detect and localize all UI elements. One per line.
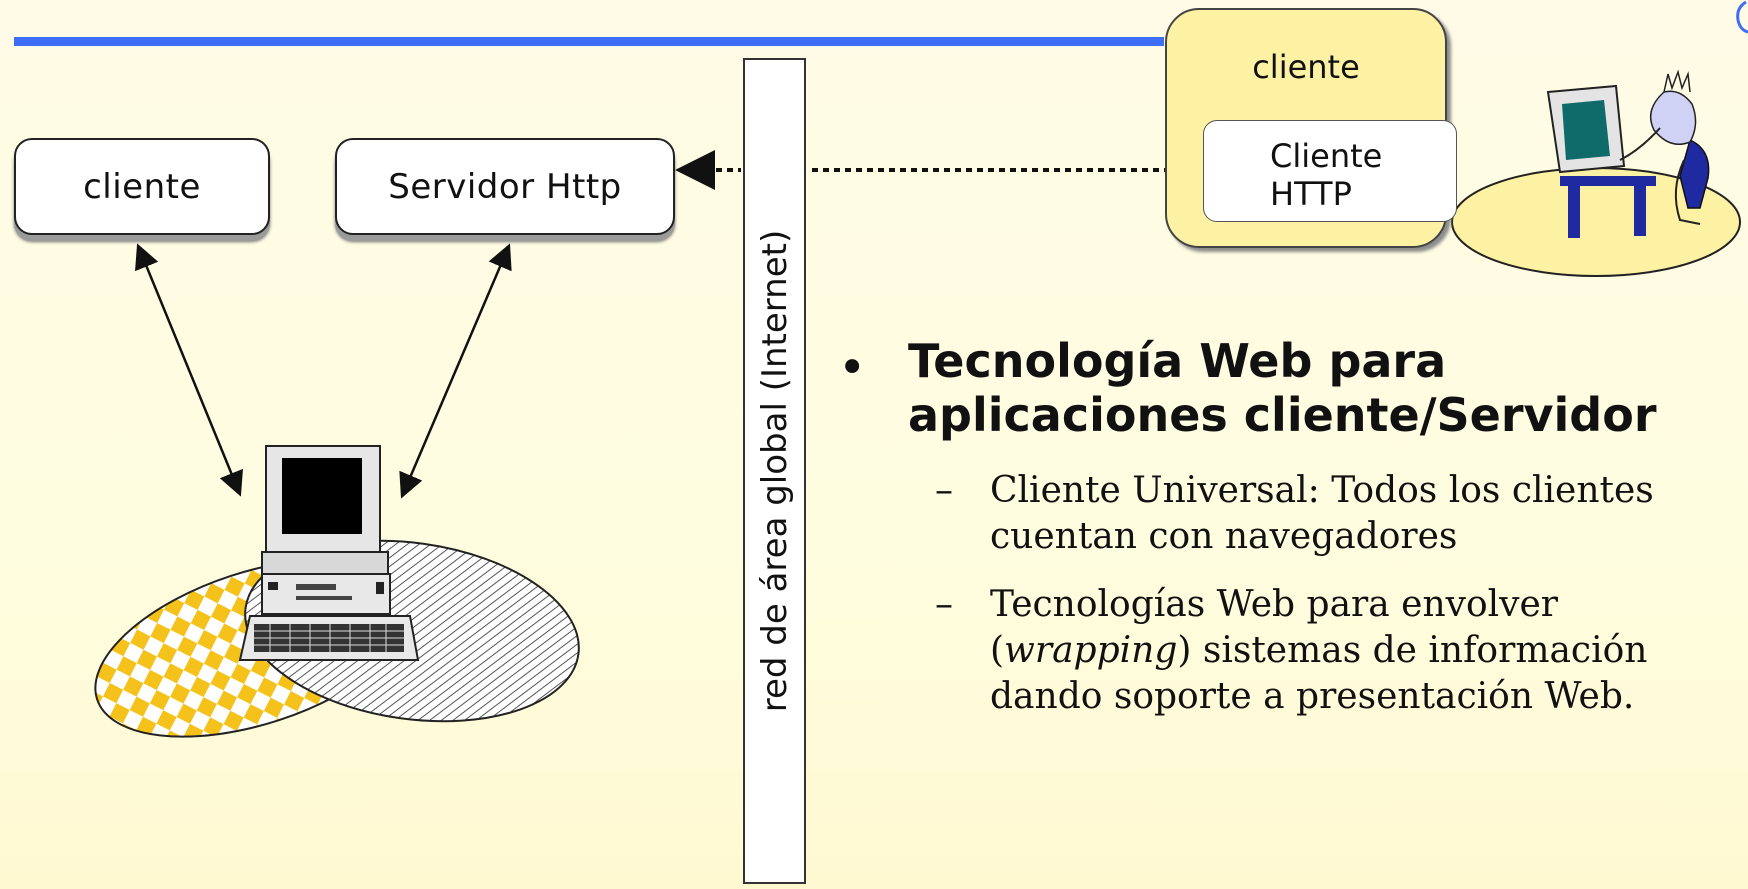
desktop-computer-icon [238, 445, 420, 661]
sub-dash-icon: – [935, 470, 953, 511]
sub-point-2-pre: Tecnologías Web para envolver ( [990, 584, 1559, 671]
servidor-http-box: Servidor Http [335, 138, 675, 235]
user-at-computer-icon [1451, 69, 1741, 277]
sub-point-1: Cliente Universal: Todos los clientes cu… [990, 470, 1654, 557]
servidor-http-box-label: Servidor Http [388, 166, 622, 207]
title-underline-bar [14, 37, 1164, 46]
cliente-http-line2: HTTP [1270, 175, 1352, 213]
sub-point-2-post: ) sistemas de información dando soporte … [990, 630, 1648, 717]
corner-ring-icon [1736, 0, 1748, 34]
bullet-dot-icon: • [838, 340, 867, 396]
cliente-box: cliente [14, 138, 270, 235]
cliente-http-line1: Cliente [1270, 137, 1383, 175]
cliente-box-label: cliente [83, 166, 201, 207]
client-panel-title: cliente [1252, 48, 1360, 86]
servidor-link-arrow [399, 243, 512, 499]
bullet-title: Tecnología Web para aplicaciones cliente… [908, 334, 1657, 442]
cliente-link-arrow [135, 243, 243, 497]
sub-point-2: Tecnologías Web para envolver (wrapping)… [990, 582, 1710, 720]
network-bar: red de área global (Internet) [743, 58, 806, 884]
sub-point-2-italic: wrapping [1004, 630, 1178, 671]
network-label: red de área global (Internet) [754, 229, 795, 713]
sub-dash-icon: – [935, 584, 953, 625]
cliente-http-box: Cliente HTTP [1203, 120, 1457, 222]
